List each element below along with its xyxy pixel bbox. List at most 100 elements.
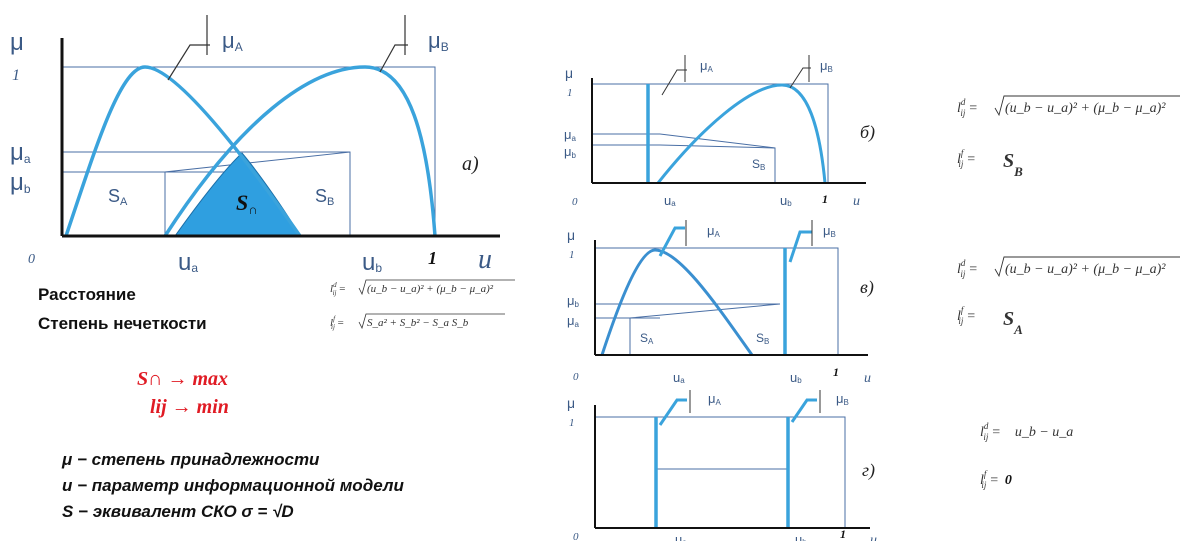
u-axis-label: u: [864, 371, 871, 386]
leader-b: [788, 230, 812, 263]
legend-mu: μ − степень принадлежности: [62, 450, 320, 469]
curve-a: [600, 248, 754, 356]
legend-s: S − эквивалент СКО σ = √D: [62, 502, 294, 521]
u-a-label: ua: [178, 249, 198, 276]
mu-B-label: μB: [823, 223, 836, 239]
svg-text:SA: SA: [1003, 308, 1023, 337]
s-b-top: [659, 144, 776, 149]
frame-1-line: [592, 83, 829, 183]
mu-a-label: μa: [564, 127, 577, 143]
u-axis-label: u: [853, 194, 860, 209]
mu-A-label: μA: [222, 28, 243, 54]
l-min: lij → min: [150, 396, 229, 418]
one-x-label: 1: [833, 365, 839, 379]
panel-g-label: г): [862, 460, 875, 481]
s-frame: [629, 303, 781, 355]
mu-B-label: μB: [820, 58, 833, 74]
u-a-label: ua: [675, 532, 687, 541]
distance-label: Расстояние: [38, 285, 136, 304]
s-A-label: SA: [108, 186, 128, 208]
mu-a-label: μa: [567, 313, 580, 329]
mu-a-label: μa: [10, 139, 31, 166]
s-cap-label: S∩: [236, 190, 258, 217]
mu-label: μ: [565, 65, 573, 81]
mu-B-label: μB: [428, 28, 449, 54]
s-cap-max: S∩ → max: [137, 368, 229, 390]
u-b-label: ub: [780, 193, 792, 208]
curve-a: [64, 65, 302, 238]
one-label: 1: [569, 417, 575, 429]
one-label: 1: [12, 67, 20, 84]
u-axis-label: u: [478, 244, 492, 275]
one-x-label: 1: [822, 192, 828, 206]
leader-a: [658, 398, 687, 426]
u-a-label: ua: [673, 370, 685, 385]
fuzziness-label: Степень нечеткости: [38, 314, 207, 333]
panel-g: μ 1 μA μB 0 ua ub 1 u г): [567, 390, 877, 541]
u-b-label: ub: [790, 370, 802, 385]
mu-label: μ: [10, 29, 24, 56]
mu-label: μ: [567, 227, 575, 243]
panel-b-label: б): [860, 122, 875, 143]
svg-text:S_a² + S_b² − S_a S_b: S_a² + S_b² − S_a S_b: [367, 317, 469, 329]
panel-a-label: а): [462, 153, 479, 175]
svg-text:(u_b − u_a)² + (μ_b − μ_a)²: (u_b − u_a)² + (μ_b − μ_a)²: [1005, 262, 1166, 277]
panel-b: μ 1 μA μB μa μb SB 0 ua ub 1 u б): [564, 55, 875, 209]
mu1-frame-line: [62, 66, 436, 236]
curve-b: [656, 83, 827, 184]
mu-b-label: μb: [567, 293, 580, 309]
curve-b: [163, 65, 437, 237]
mu-b-label: μb: [10, 169, 31, 196]
s-B-label: SB: [752, 157, 765, 172]
leader-a: [658, 226, 685, 257]
panel-v: μ 1 μA μB μb μa SA SB 0 ua ub 1 u в): [567, 220, 874, 386]
u-axis-label: u: [870, 533, 877, 541]
leader-b: [379, 44, 408, 73]
u-b-label: ub: [362, 249, 382, 276]
leader-b: [789, 67, 811, 89]
one-x-label: 1: [428, 248, 437, 268]
s-B-label: SB: [315, 186, 334, 208]
mu-B-label: μB: [836, 391, 849, 407]
leader-a: [167, 44, 210, 81]
legend-u: u − параметр информационной модели: [62, 476, 404, 495]
one-label: 1: [569, 249, 575, 261]
svg-text:(u_b − u_a)² + (μ_b − μ_a)²: (u_b − u_a)² + (μ_b − μ_a)²: [367, 283, 494, 295]
s-A-label: SA: [640, 331, 654, 346]
zero-label: 0: [28, 252, 35, 267]
s-frame: [164, 151, 351, 236]
one-label: 1: [567, 87, 573, 99]
mu-A-label: μA: [700, 58, 714, 74]
mu-b-label: μb: [564, 144, 577, 160]
s-B-label: SB: [756, 331, 769, 346]
frame-1-line: [595, 247, 839, 355]
mu-A-label: μA: [707, 223, 721, 239]
frame-1-line: [595, 416, 846, 528]
panel-v-label: в): [860, 277, 874, 298]
svg-text:(u_b − u_a)² + (μ_b − μ_a)²: (u_b − u_a)² + (μ_b − μ_a)²: [1005, 101, 1166, 116]
zero-label: 0: [573, 531, 579, 541]
mu-A-label: μA: [708, 391, 722, 407]
u-a-label: ua: [664, 193, 676, 208]
u-b-label: ub: [795, 532, 807, 541]
zero-label: 0: [573, 371, 579, 383]
one-x-label: 1: [840, 527, 846, 541]
mu-label: μ: [567, 395, 575, 411]
leader-b: [790, 398, 817, 423]
